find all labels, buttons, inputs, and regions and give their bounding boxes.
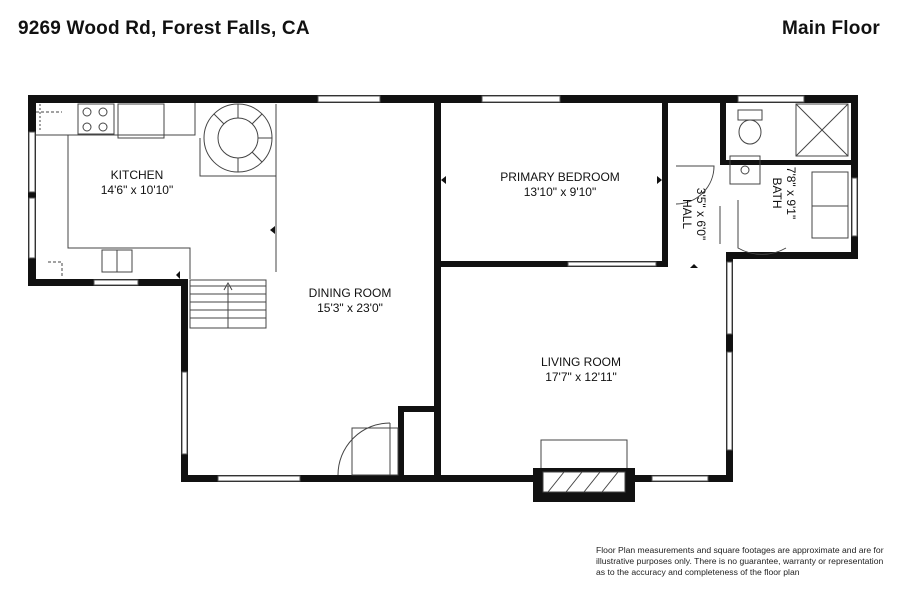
bath-dimensions: 7'8" x 9'1" <box>784 167 798 219</box>
hall-name: HALL <box>680 199 694 229</box>
spiral-staircase <box>199 103 277 272</box>
fireplace <box>533 439 635 502</box>
dining-room-dimensions: 15'3" x 23'0" <box>317 301 383 315</box>
door-markers <box>176 176 698 356</box>
dining-room-name: DINING ROOM <box>309 286 392 300</box>
primary-bedroom-dimensions: 13'10" x 9'10" <box>524 185 597 199</box>
kitchen-name: KITCHEN <box>111 168 164 182</box>
floor-plan-disclaimer: Floor Plan measurements and square foota… <box>596 545 884 577</box>
bath-fixtures <box>729 103 849 255</box>
living-room-name: LIVING ROOM <box>541 355 621 369</box>
interior-walls <box>398 103 851 475</box>
primary-bedroom-name: PRIMARY BEDROOM <box>500 170 620 184</box>
straight-stairs <box>189 279 267 329</box>
plan-address-title: 9269 Wood Rd, Forest Falls, CA <box>18 18 310 39</box>
kitchen-dimensions: 14'6" x 10'10" <box>101 183 174 197</box>
floor-level-label: Main Floor <box>781 18 880 39</box>
kitchen-fixtures <box>36 103 196 279</box>
exterior-walls <box>28 95 858 482</box>
hall-dimensions: 3'5" x 6'0" <box>694 188 708 240</box>
bath-name: BATH <box>770 177 784 208</box>
windows <box>28 95 858 482</box>
entry-door <box>337 422 399 476</box>
living-room-dimensions: 17'7" x 12'11" <box>545 370 617 384</box>
hall-door <box>675 165 721 244</box>
